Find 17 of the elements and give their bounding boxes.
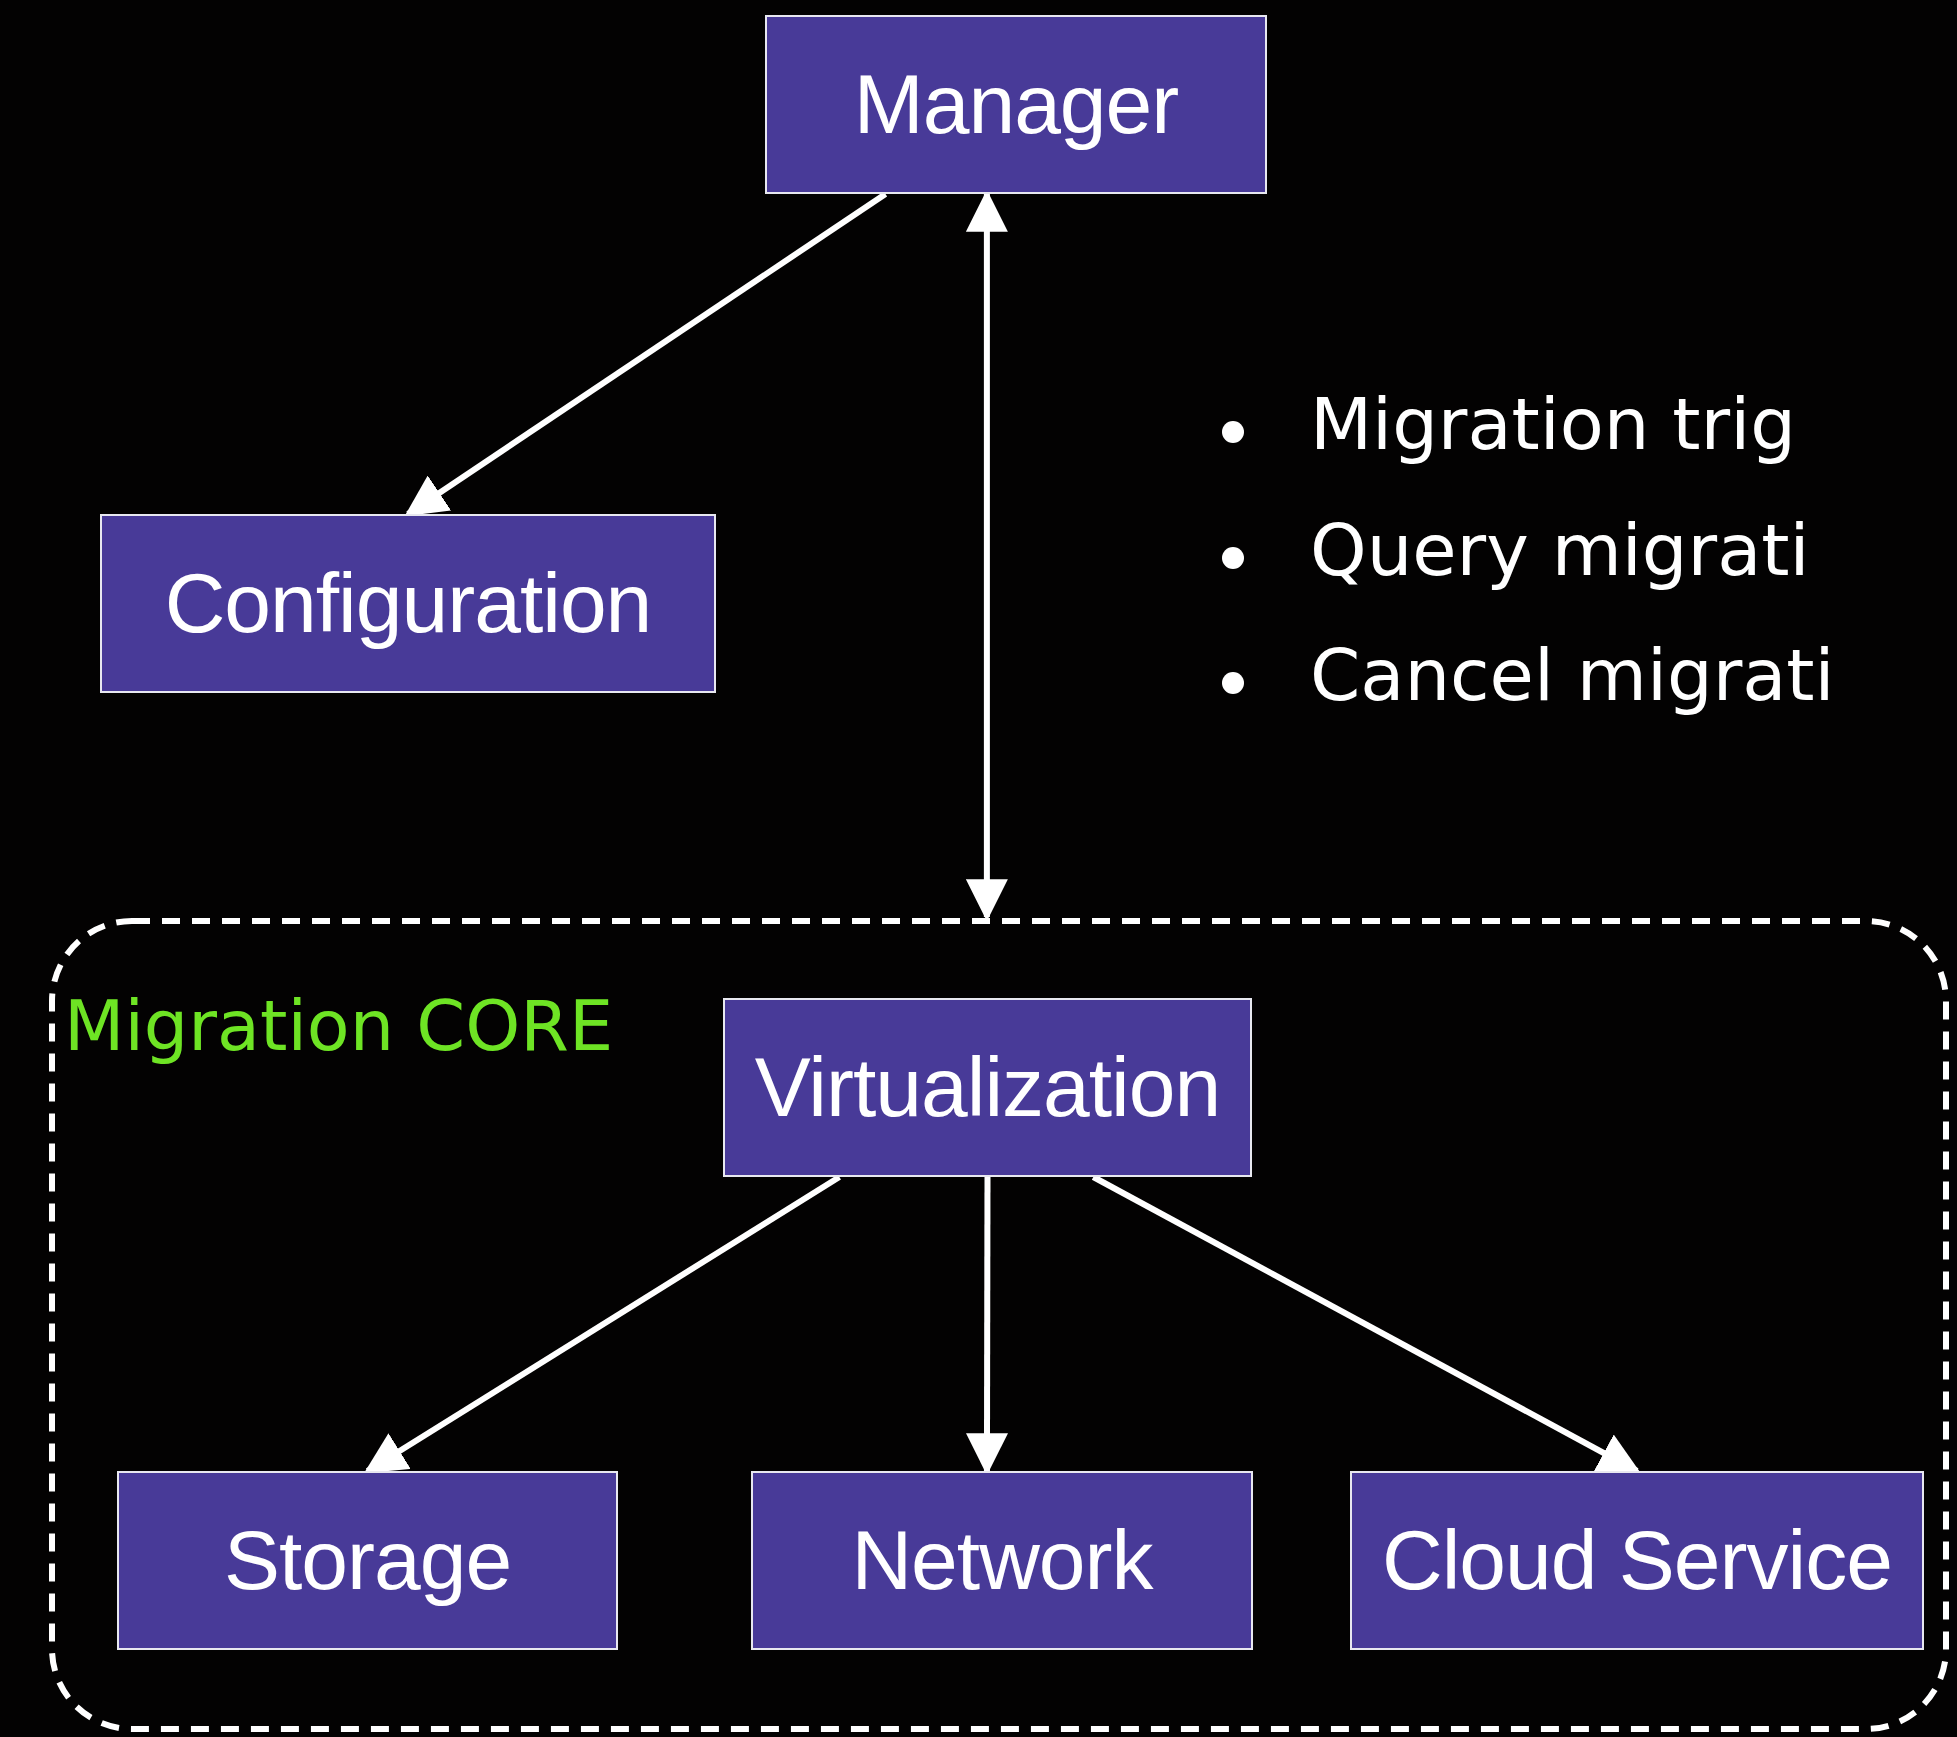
box-label: Cloud Service — [1382, 1512, 1892, 1609]
process-box — [723, 998, 1252, 1177]
box-label: Storage — [223, 1512, 512, 1609]
box-label: Virtualization — [754, 1039, 1221, 1136]
process-box — [1350, 1471, 1924, 1650]
box-label: Manager — [853, 56, 1179, 153]
bullet-text: Migration trig — [1310, 382, 1796, 466]
bullet-text: Query migrati — [1310, 508, 1810, 592]
process-box — [117, 1471, 618, 1650]
process-box — [765, 15, 1267, 194]
dashed-container — [48, 917, 1950, 1733]
process-box — [751, 1471, 1253, 1650]
box-label: Configuration — [164, 555, 652, 652]
group-title: Migration CORE — [64, 985, 614, 1067]
process-box — [100, 514, 716, 693]
bullet-text: Cancel migrati — [1310, 633, 1835, 717]
box-label: Network — [851, 1512, 1153, 1609]
